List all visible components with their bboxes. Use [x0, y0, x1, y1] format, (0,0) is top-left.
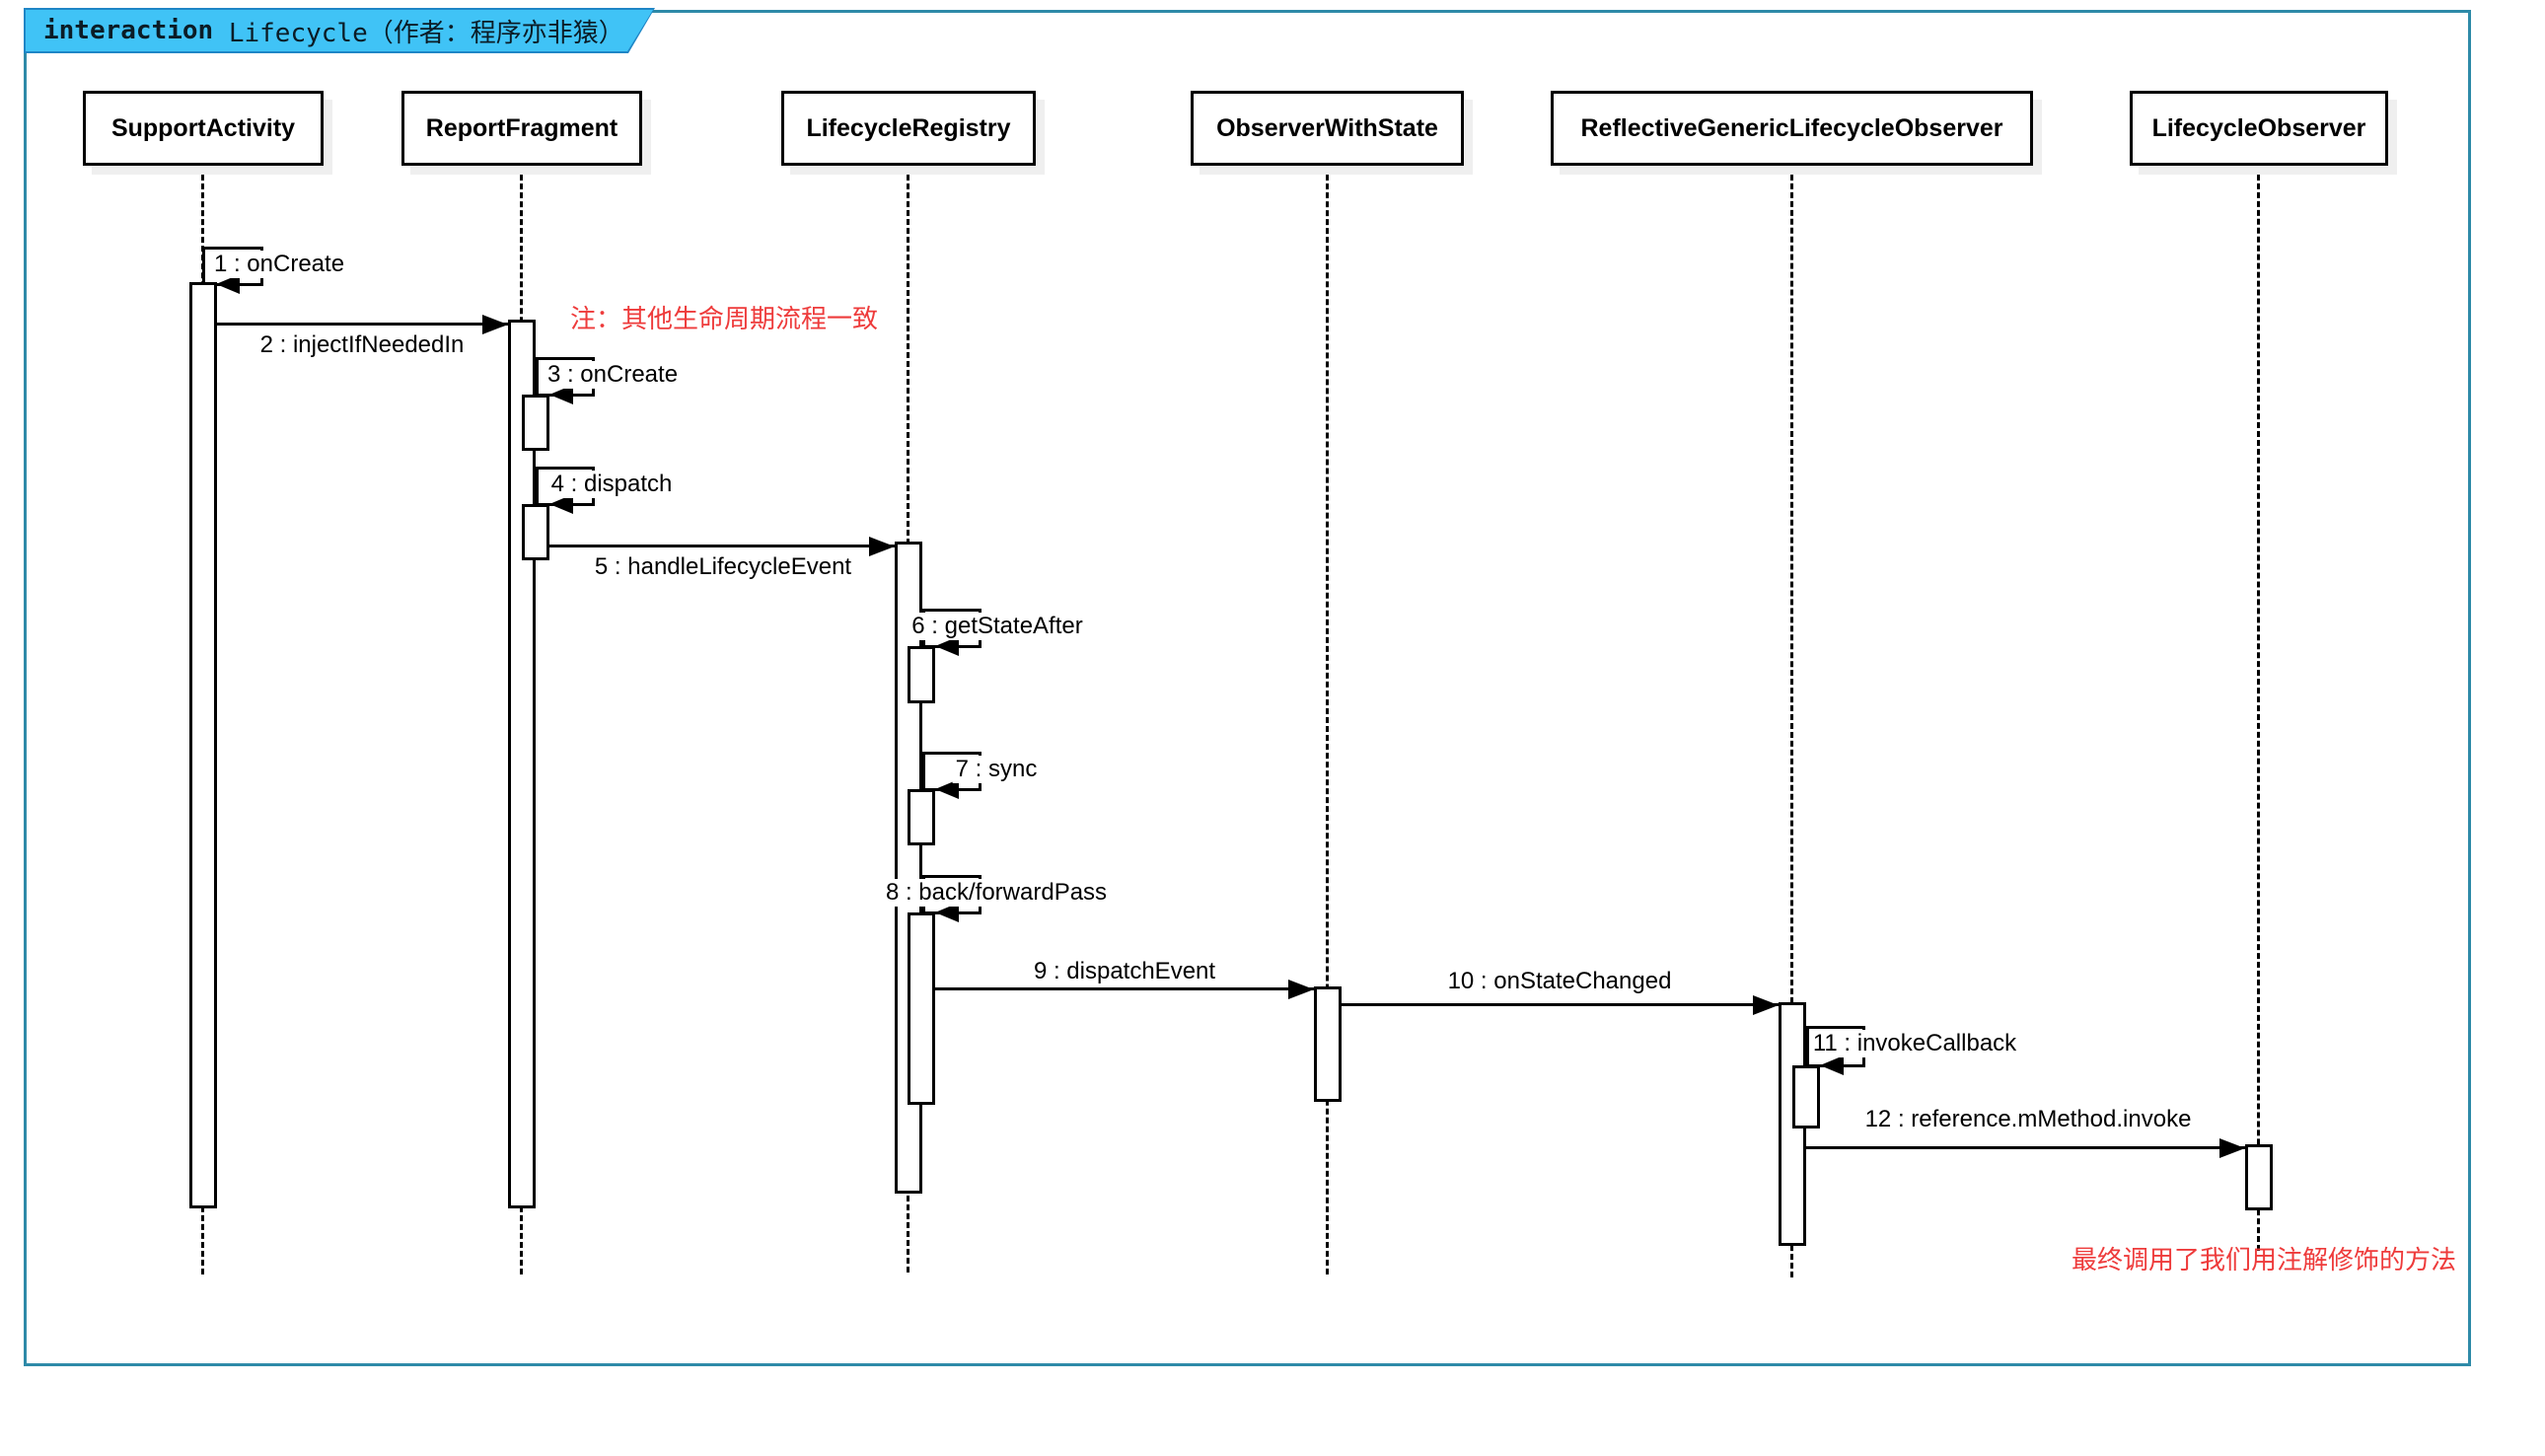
- participant-box-lifecycleobserver: LifecycleObserver: [2130, 91, 2388, 166]
- diagram-frame: [24, 10, 2471, 1366]
- activation-bar-invokecallback: [1792, 1065, 1820, 1128]
- message-6-arrowhead: [935, 636, 959, 656]
- participant-box-lifecycleregistry: LifecycleRegistry: [781, 91, 1036, 166]
- message-1-label: 1 : onCreate: [210, 251, 348, 278]
- note-annotated-method-invoked: 最终调用了我们用注解修饰的方法: [2072, 1245, 2457, 1274]
- message-11-label: 11 : invokeCallback: [1809, 1030, 2020, 1057]
- message-12-arrowhead: [2219, 1138, 2245, 1158]
- message-2-label: 2 : injectIfNeededIn: [259, 331, 465, 358]
- frame-title-tab-fill: interaction Lifecycle（作者：程序亦非猿）: [26, 10, 653, 51]
- message-6-label: 6 : getStateAfter: [909, 613, 1086, 640]
- message-8-label: 8 : back/forwardPass: [882, 879, 1111, 907]
- message-4-arrowhead: [549, 494, 573, 514]
- participant-box-observerwithstate: ObserverWithState: [1191, 91, 1464, 166]
- participant-box-reportfragment: ReportFragment: [401, 91, 642, 166]
- participant-label: ReflectiveGenericLifecycleObserver: [1580, 113, 2003, 142]
- message-2-line: [217, 323, 508, 326]
- lifeline-reflectivegenericlifecycleobserver: [1790, 166, 1793, 1277]
- participant-label: SupportActivity: [110, 113, 296, 142]
- activation-bar-lifecycleregistry-forwardpass: [908, 912, 935, 1105]
- lifeline-observerwithstate: [1326, 166, 1329, 1274]
- message-12-line: [1806, 1146, 2245, 1149]
- message-8-arrowhead: [935, 903, 959, 922]
- message-9-arrowhead: [1288, 980, 1314, 999]
- frame-title-tab: interaction Lifecycle（作者：程序亦非猿）: [24, 8, 655, 53]
- title-keyword: interaction: [43, 16, 214, 45]
- lifeline-lifecycleobserver: [2257, 166, 2260, 1251]
- note-other-lifecycle-flow: 注：其他生命周期流程一致: [570, 304, 879, 333]
- message-11-arrowhead: [1820, 1056, 1844, 1075]
- message-9-line: [935, 987, 1314, 990]
- message-10-line: [1342, 1003, 1779, 1006]
- message-7-label: 7 : sync: [952, 756, 1041, 783]
- message-10-arrowhead: [1753, 995, 1779, 1015]
- activation-bar-supportactivity: [189, 282, 217, 1208]
- message-3-arrowhead: [549, 385, 573, 404]
- message-4-label: 4 : dispatch: [547, 471, 676, 498]
- message-10-label: 10 : onStateChanged: [1447, 968, 1672, 994]
- activation-bar-lifecycleregistry-sync: [908, 789, 935, 845]
- message-3-label: 3 : onCreate: [544, 361, 682, 389]
- participant-label: ObserverWithState: [1216, 113, 1438, 142]
- message-2-arrowhead: [482, 315, 508, 334]
- participant-label: LifecycleRegistry: [806, 113, 1011, 142]
- participant-box-reflectivegenericlifecycleobserver: ReflectiveGenericLifecycleObserver: [1551, 91, 2033, 166]
- participant-box-supportactivity: SupportActivity: [83, 91, 324, 166]
- participant-label: LifecycleObserver: [2151, 113, 2366, 142]
- activation-bar-reportfragment: [508, 320, 536, 1208]
- activation-bar-reportfragment-dispatch: [522, 504, 549, 560]
- message-12-label: 12 : reference.mMethod.invoke: [1864, 1106, 2192, 1132]
- message-5-line: [549, 545, 895, 547]
- message-7-arrowhead: [935, 779, 959, 799]
- activation-bar-lifecycleobserver: [2245, 1144, 2273, 1210]
- activation-bar-lifecycleregistry-getstateafter: [908, 646, 935, 703]
- activation-bar-reportfragment-oncreate: [522, 395, 549, 451]
- title-text: Lifecycle（作者：程序亦非猿）: [213, 18, 624, 48]
- message-1-arrowhead: [216, 274, 240, 294]
- participant-label: ReportFragment: [425, 113, 618, 142]
- message-5-arrowhead: [869, 537, 895, 556]
- message-5-label: 5 : handleLifecycleEvent: [594, 553, 852, 580]
- activation-bar-observerwithstate: [1314, 986, 1342, 1102]
- message-9-label: 9 : dispatchEvent: [1033, 958, 1216, 984]
